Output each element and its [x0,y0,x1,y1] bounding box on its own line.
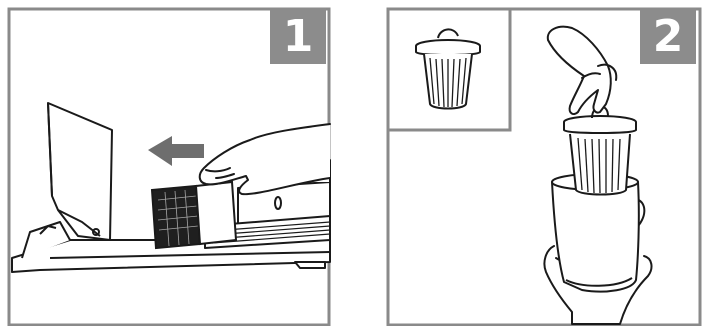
vacuum-base-icon [11,221,331,273]
cyclone-filter-inset-icon [415,28,481,110]
push-arrow-icon [148,136,204,166]
filter-grid-icon [150,180,238,250]
hand-icon [546,25,618,115]
cyclone-filter-icon [563,105,637,196]
open-lid-icon [47,102,113,241]
hand-icon [198,123,331,196]
step-2-illustration [386,7,702,326]
step-1-illustration [7,7,331,326]
step-1-panel: 1 [0,0,338,326]
step-number-badge: 1 [270,8,326,64]
frame-border [386,7,702,326]
step-2-panel: 2 [386,0,705,326]
step-number-badge: 2 [640,8,696,64]
